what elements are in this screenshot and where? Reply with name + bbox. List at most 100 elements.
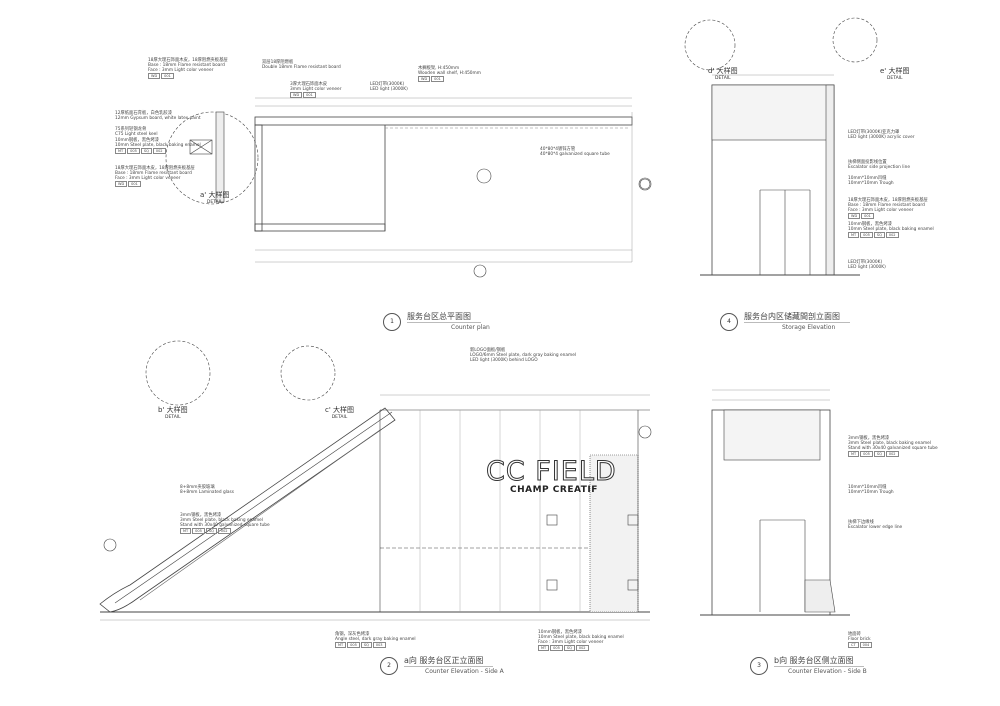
cc-field-logo: CC FIELD CHAMP CREATIF [486, 456, 617, 496]
detail-en: DETAIL [714, 76, 731, 81]
annotation-line: Stand with 30x40 galvanized square tube [848, 446, 938, 451]
material-tag: 002 [885, 451, 899, 457]
annotation-line: 12厚纸面石膏板，白色乳胶漆 [115, 111, 173, 116]
annotation-line: Stand with 30x40 galvanized square tube [180, 523, 270, 528]
material-tag: 005 [860, 451, 873, 457]
material-tag: 005 [347, 642, 360, 648]
material-tag: SQ [873, 451, 885, 457]
annotation-line: Face : 3mm Light color veneer [148, 68, 214, 73]
annotation-line: 40*80*4 galvanized square tube [540, 152, 610, 157]
title-en: Storage Elevation [782, 324, 836, 331]
title-cn: b向 服务台区侧立面图 [774, 655, 864, 667]
material-tag: 005 [550, 645, 563, 651]
title-cn: 服务台区总平面图 [407, 311, 481, 323]
annotation-line: LED light (3000K) [848, 265, 886, 270]
detail-en: DETAIL [164, 415, 181, 420]
annotation-line: 地面砖 [848, 632, 861, 637]
title-cn: a向 服务台区正立面图 [404, 655, 494, 667]
annotation-p3: LED灯带(3000K)LED light (3000K) [370, 82, 408, 92]
annotation-line: Face : 3mm Light color veneer [538, 640, 604, 645]
material-tag: WD [290, 92, 303, 98]
detail-en: DETAIL [206, 200, 223, 205]
material-tag: MT [180, 528, 192, 534]
annotation-line: LED light (3000K) behind LOGO [470, 358, 538, 363]
detail-en: DETAIL [886, 76, 903, 81]
material-tag: 001 [303, 92, 316, 98]
annotation-line: LED light (3000K) acrylic cover [848, 135, 915, 140]
annotation-line: 10mm钢板，黑色烤漆 [848, 222, 892, 227]
material-tag: 002 [575, 645, 589, 651]
annotation-line: Face : 3mm Light color veneer [848, 208, 914, 213]
detail-cn: 大样图 [333, 406, 355, 414]
counter-elevation-b [700, 389, 850, 616]
logo-main: CC FIELD [486, 456, 617, 487]
annotation-line: 10mm*10mm Trough [848, 181, 894, 186]
drawing-number: 1 [383, 313, 401, 331]
annotation-s6: LED灯带(3000K)LED light (3000K) [848, 260, 886, 270]
drawing-number: 3 [750, 657, 768, 675]
material-tag: MT [848, 232, 860, 238]
annotation-line: 3mm Light color veneer [290, 87, 342, 92]
detail-cn: 大样图 [716, 67, 738, 75]
material-tag: 001 [861, 213, 874, 219]
annotation-line: Wooden wall shelf, H:450mm [418, 71, 481, 76]
detail-mark: a' [200, 191, 207, 199]
detail-cn: 大样图 [888, 67, 910, 75]
material-tag: MT [848, 451, 860, 457]
title-cn: 服务台内区储藏間剖立面图 [744, 311, 850, 323]
annotation-line: 扶梯下边缘线 [848, 520, 874, 525]
material-tag: 002 [217, 528, 231, 534]
title-en: Counter plan [451, 324, 490, 331]
material-tag: 005 [192, 528, 205, 534]
material-tag: 005 [860, 232, 873, 238]
detail-mark: e' [880, 67, 887, 75]
annotation-line: LED灯带(3000K)亚克力罩 [848, 130, 900, 135]
annotation-line: Base : 18mm Flame resistant board [148, 63, 225, 68]
annotation-line: 3mm钢板，黑色烤漆 [848, 436, 890, 441]
annotation-line: 10mm钢板，黑色烤漆 [115, 138, 159, 143]
counter-plan [254, 97, 652, 278]
counter-elevation-a [99, 394, 652, 621]
detail-mark: b' [158, 406, 165, 414]
annotation-line: Escalator side projection line [848, 165, 910, 170]
annotation-line: Face : 3mm Light color veneer [115, 176, 181, 181]
annotation-line: 10mm Steel plate, black baking enamel [848, 227, 934, 232]
annotation-line: 10mm*10mm Trough [848, 490, 894, 495]
material-tag: 002 [885, 232, 899, 238]
detail-d-circle [684, 19, 736, 71]
material-tag: SQ [205, 528, 217, 534]
annotation-line: 木搁板架, H:450mm [418, 66, 460, 71]
annotation-line: 扶梯侧面投影线位置 [848, 160, 887, 165]
detail-cn: 大样图 [166, 406, 188, 414]
annotation-line: 8+8mm Laminated glass [180, 490, 235, 495]
material-tag: WD [418, 76, 431, 82]
annotation-line: 10mm钢板，黑色烤漆 [538, 630, 582, 635]
material-tag: WD [115, 181, 128, 187]
logo-sub: CHAMP CREATIF [510, 485, 598, 495]
annotation-line: Angle steel, dark gray baking enamel [335, 637, 416, 642]
annotation-line: Base : 18mm Flame resistant board [115, 171, 192, 176]
annotation-line: LED灯带(3000K) [848, 260, 883, 265]
drawing-number: 4 [720, 313, 738, 331]
annotation-line: 12mm Gypsum board, white latex paint [115, 116, 201, 121]
annotation-line: 3厚大理石饰面木皮 [290, 82, 328, 87]
material-tag: SQ [140, 148, 152, 154]
